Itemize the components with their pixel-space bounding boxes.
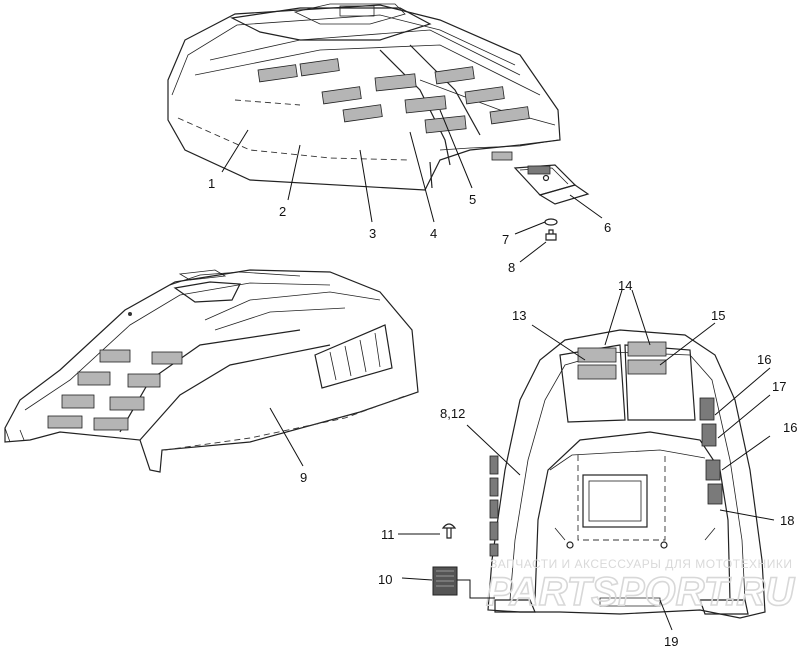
callout-18: 18: [780, 513, 794, 528]
watermark-tagline: ЗАПЧАСТИ И АКСЕССУАРЫ ДЛЯ МОТОТЕХНИКИ: [490, 557, 792, 571]
hood-top-illustration: [167, 3, 561, 191]
callout-3: 3: [369, 226, 376, 241]
rear-top-vents: [577, 341, 667, 380]
latch-bracket: [491, 151, 590, 205]
callout-1: 1: [208, 176, 215, 191]
hood-rear-illustration: [487, 329, 766, 619]
callout-16-lower: 16: [783, 420, 797, 435]
decal-part: [432, 566, 458, 596]
callout-15: 15: [711, 308, 725, 323]
callout-8-12: 8,12: [440, 406, 465, 421]
callout-2: 2: [279, 204, 286, 219]
hood-side-louvres: [314, 324, 393, 389]
callout-5: 5: [469, 192, 476, 207]
callout-labels: 1 2 3 4 5 6 7 8 9 10 11 8,12 13 14 15 16…: [208, 176, 797, 649]
rivet-part: [441, 523, 457, 539]
callout-11: 11: [381, 527, 395, 542]
watermark-site: PARTSPORT.RU: [486, 570, 795, 614]
callout-8: 8: [508, 260, 515, 275]
callout-4: 4: [430, 226, 437, 241]
rear-side-vents: [489, 397, 723, 557]
callout-13: 13: [512, 308, 526, 323]
callout-17: 17: [772, 379, 786, 394]
leader-lines: [221, 109, 775, 631]
callout-19: 19: [664, 634, 678, 649]
watermark: ЗАПЧАСТИ И АКСЕССУАРЫ ДЛЯ МОТОТЕХНИКИ PA…: [485, 557, 796, 615]
callout-16-upper: 16: [757, 352, 771, 367]
callout-6: 6: [604, 220, 611, 235]
washer-and-screw: [544, 218, 558, 241]
callout-14: 14: [618, 278, 632, 293]
callout-7: 7: [502, 232, 509, 247]
hood-front-illustration: [4, 269, 419, 473]
callout-9: 9: [300, 470, 307, 485]
hood-front-vents: [47, 349, 183, 431]
hood-top-vents: [257, 58, 530, 134]
callout-10: 10: [378, 572, 392, 587]
